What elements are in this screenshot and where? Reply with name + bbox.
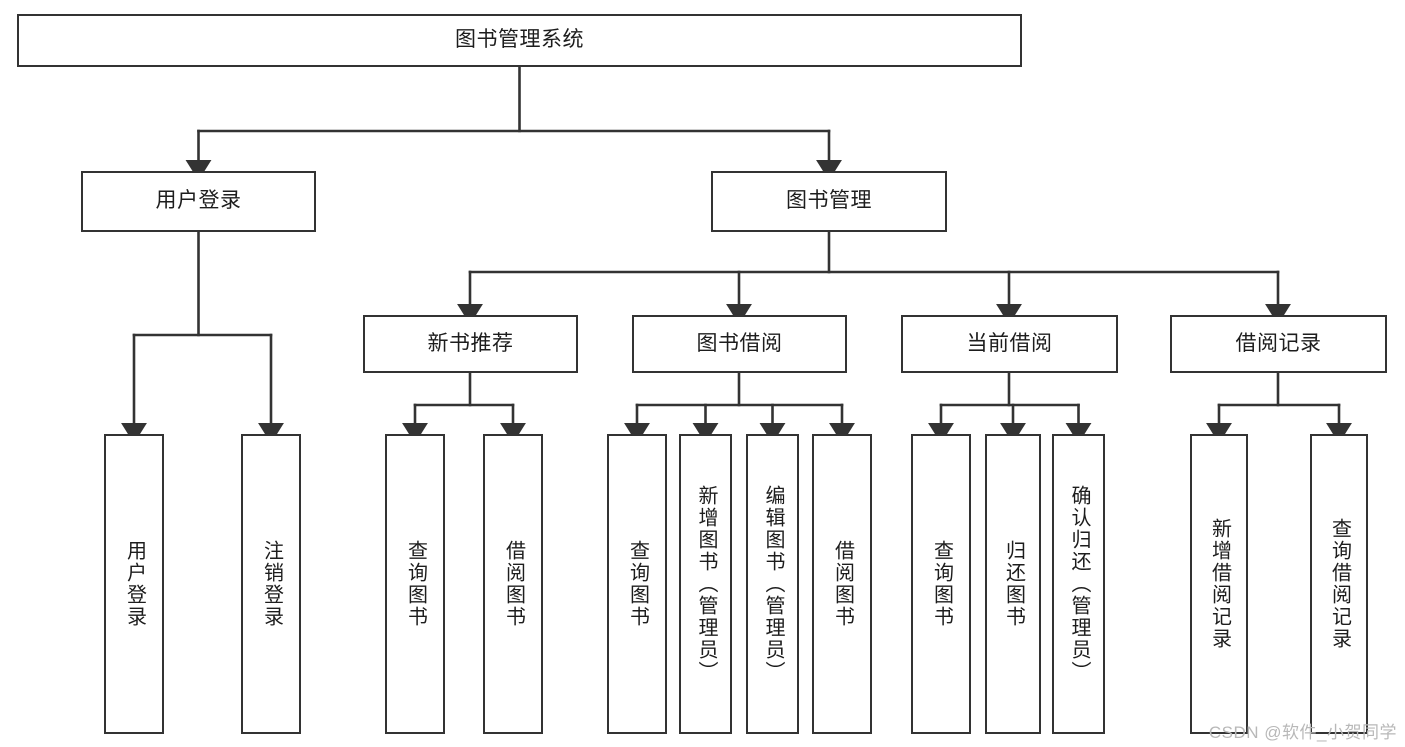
leaf-user-login[interactable]: 用户登录 xyxy=(104,434,164,734)
node-book-borrow[interactable]: 图书借阅 xyxy=(632,315,847,373)
leaf-query-book-borrow[interactable]: 查询图书 xyxy=(607,434,667,734)
node-user-login[interactable]: 用户登录 xyxy=(81,171,316,232)
node-book-borrow-label: 图书借阅 xyxy=(696,331,783,355)
node-current-borrow[interactable]: 当前借阅 xyxy=(901,315,1118,373)
leaf-return-book-label: 归还图书 xyxy=(1002,540,1025,628)
leaf-confirm-return[interactable]: 确认归还（管理员） xyxy=(1052,434,1105,734)
leaf-query-book-borrow-label: 查询图书 xyxy=(626,540,649,628)
node-book-manage[interactable]: 图书管理 xyxy=(711,171,947,232)
leaf-query-book-current[interactable]: 查询图书 xyxy=(911,434,971,734)
node-borrow-record[interactable]: 借阅记录 xyxy=(1170,315,1387,373)
leaf-add-book-label: 新增图书（管理员） xyxy=(695,485,717,683)
node-root[interactable]: 图书管理系统 xyxy=(17,14,1022,67)
node-new-book-recommend-label: 新书推荐 xyxy=(427,331,514,355)
node-borrow-record-label: 借阅记录 xyxy=(1235,331,1322,355)
leaf-user-login-label: 用户登录 xyxy=(123,540,146,628)
leaf-edit-book-label: 编辑图书（管理员） xyxy=(762,485,784,683)
node-book-manage-label: 图书管理 xyxy=(786,189,872,213)
leaf-borrow-book[interactable]: 借阅图书 xyxy=(812,434,872,734)
leaf-user-logout-label: 注销登录 xyxy=(260,540,283,628)
node-new-book-recommend[interactable]: 新书推荐 xyxy=(363,315,578,373)
leaf-query-borrow-record[interactable]: 查询借阅记录 xyxy=(1310,434,1368,734)
leaf-return-book[interactable]: 归还图书 xyxy=(985,434,1041,734)
leaf-add-book[interactable]: 新增图书（管理员） xyxy=(679,434,732,734)
leaf-edit-book[interactable]: 编辑图书（管理员） xyxy=(746,434,799,734)
leaf-confirm-return-label: 确认归还（管理员） xyxy=(1068,485,1090,683)
leaf-borrow-book-label: 借阅图书 xyxy=(831,540,854,628)
leaf-query-book-recommend[interactable]: 查询图书 xyxy=(385,434,445,734)
node-current-borrow-label: 当前借阅 xyxy=(966,331,1053,355)
leaf-query-book-recommend-label: 查询图书 xyxy=(404,540,427,628)
leaf-borrow-book-recommend-label: 借阅图书 xyxy=(502,540,525,628)
node-root-label: 图书管理系统 xyxy=(455,28,584,52)
leaf-query-book-current-label: 查询图书 xyxy=(930,540,953,628)
csdn-watermark: CSDN @软件_小贺同学 xyxy=(1208,723,1397,742)
node-user-login-label: 用户登录 xyxy=(155,189,242,213)
leaf-add-borrow-record-label: 新增借阅记录 xyxy=(1208,518,1231,650)
leaf-add-borrow-record[interactable]: 新增借阅记录 xyxy=(1190,434,1248,734)
leaf-borrow-book-recommend[interactable]: 借阅图书 xyxy=(483,434,543,734)
leaf-user-logout[interactable]: 注销登录 xyxy=(241,434,301,734)
leaf-query-borrow-record-label: 查询借阅记录 xyxy=(1328,518,1351,650)
